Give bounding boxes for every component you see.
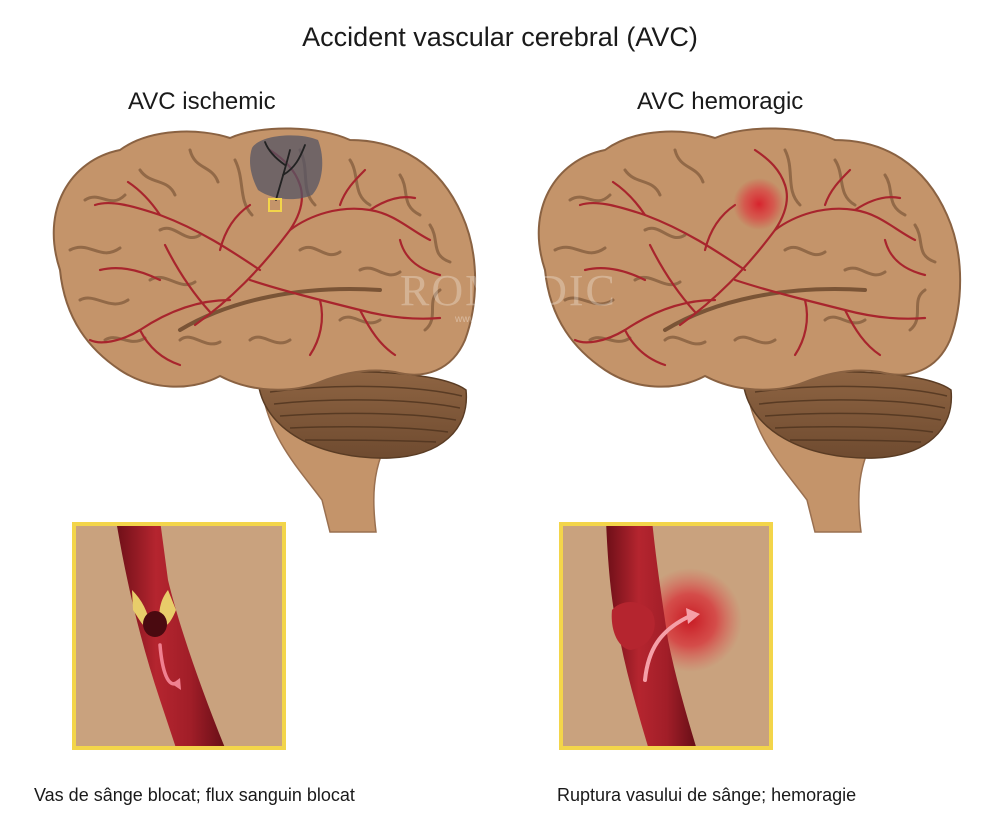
caption-hemorrhagic: Ruptura vasului de sânge; hemoragie: [557, 785, 857, 805]
cerebellum: [742, 370, 953, 459]
diagram-title: Accident vascular cerebral (AVC): [302, 22, 698, 52]
brain-ischemic: [52, 127, 477, 533]
inset-ruptured-vessel: [559, 522, 773, 750]
blood-vessel: [117, 526, 225, 746]
watermark-url: www.romedic.ro: [454, 314, 527, 325]
occlusion-marker: [268, 198, 282, 212]
watermark-logo: ROMEDIC: [400, 266, 617, 315]
flow-arrow: [643, 614, 692, 682]
caption-ischemic: Vas de sânge blocat; flux sanguin blocat: [34, 785, 355, 805]
cerebrum: [52, 127, 477, 391]
inset-blocked-vessel: [72, 522, 286, 750]
heading-hemorrhagic: AVC hemoragic: [637, 88, 804, 115]
heading-ischemic: AVC ischemic: [128, 88, 276, 115]
blood-clot: [143, 611, 167, 637]
brain-hemorrhagic: [537, 127, 962, 533]
cerebellum: [257, 370, 468, 459]
hemorrhage-spot: [733, 178, 785, 230]
cerebrum: [537, 127, 962, 391]
rupture-bulge: [611, 602, 655, 650]
